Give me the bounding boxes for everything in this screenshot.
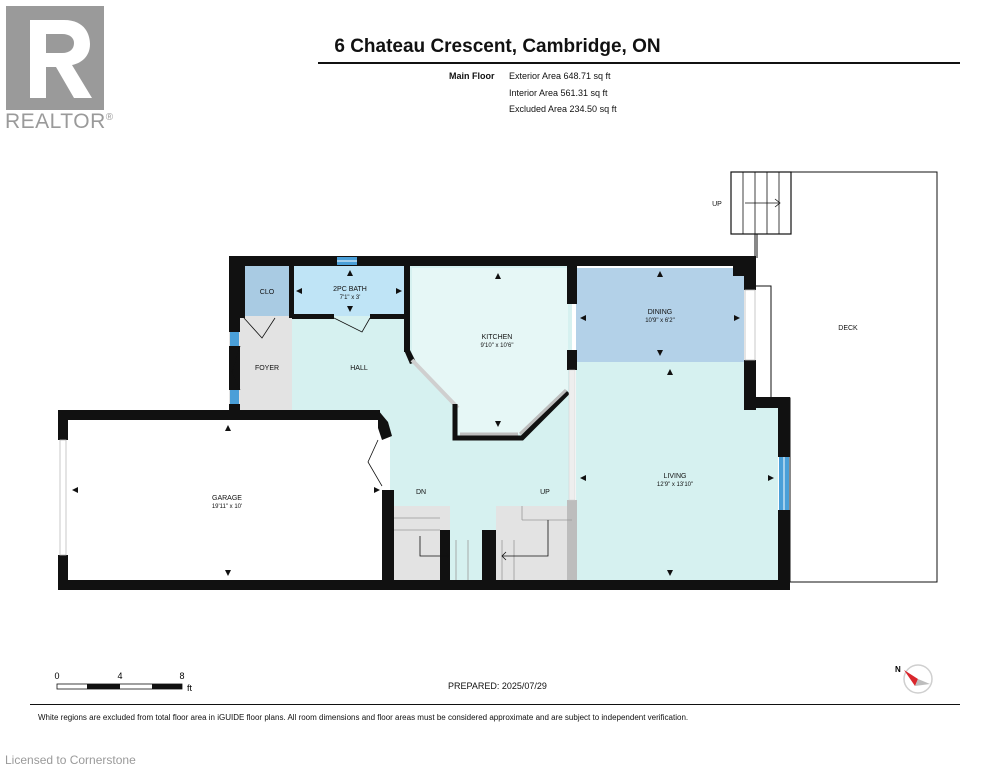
scale-tick-8: 8 (179, 671, 184, 681)
interior-area: Interior Area 561.31 sq ft (509, 88, 608, 98)
floor-label: Main Floor (449, 71, 495, 81)
living-label: LIVING (664, 473, 687, 480)
clo-label: CLO (260, 289, 275, 296)
kitchen-fill (412, 268, 568, 434)
realtor-wordmark: REALTOR® (5, 110, 114, 133)
dining-dims: 10'9" x 6'2" (645, 318, 675, 324)
bath-label: 2PC BATH (333, 286, 367, 293)
deck-stairs (730, 171, 792, 258)
kitchen-label: KITCHEN (482, 334, 513, 341)
disclaimer: White regions are excluded from total fl… (38, 713, 689, 722)
realtor-logo (6, 6, 104, 110)
page-title: 6 Chateau Crescent, Cambridge, ON (334, 36, 661, 57)
prepared-date: PREPARED: 2025/07/29 (448, 681, 547, 691)
scale-tick-0: 0 (54, 671, 59, 681)
deck-stairs-up-label: UP (712, 201, 722, 208)
deck-outline (754, 171, 938, 583)
foyer-label: FOYER (255, 365, 279, 372)
hall-label: HALL (350, 365, 368, 372)
scale-tick-4: 4 (117, 671, 122, 681)
north-compass-icon: N (895, 664, 933, 694)
excluded-area: Excluded Area 234.50 sq ft (509, 104, 617, 114)
stairs-detail (394, 506, 572, 580)
kitchen-dims: 9'10" x 10'6" (481, 343, 514, 349)
stairs-dn-label: DN (416, 489, 426, 496)
svg-text:N: N (895, 665, 901, 674)
licensed-to: Licensed to Cornerstone (5, 753, 136, 767)
garage-label: GARAGE (212, 495, 242, 502)
garage-dims: 19'11" x 10' (212, 504, 242, 510)
dining-label: DINING (648, 309, 673, 316)
title-divider (318, 62, 960, 64)
stairs-up-fill (496, 506, 572, 580)
windows (59, 257, 789, 556)
dimension-arrows (72, 270, 774, 576)
scale-unit: ft (187, 683, 193, 693)
closet-fill (243, 266, 291, 316)
deck-label: DECK (838, 325, 858, 332)
living-dims: 12'9" x 13'10" (657, 482, 693, 488)
stairs-up-label: UP (540, 489, 550, 496)
bath-dims: 7'1" x 3' (340, 295, 361, 301)
scale-bar: 0 4 8 ft (54, 671, 192, 693)
garage-fill (68, 418, 384, 580)
exterior-area: Exterior Area 648.71 sq ft (509, 71, 611, 81)
living-fill (576, 362, 778, 582)
walls (58, 256, 790, 590)
footer-divider (30, 704, 960, 705)
door-swings (231, 317, 383, 487)
dining-fill (576, 268, 744, 362)
